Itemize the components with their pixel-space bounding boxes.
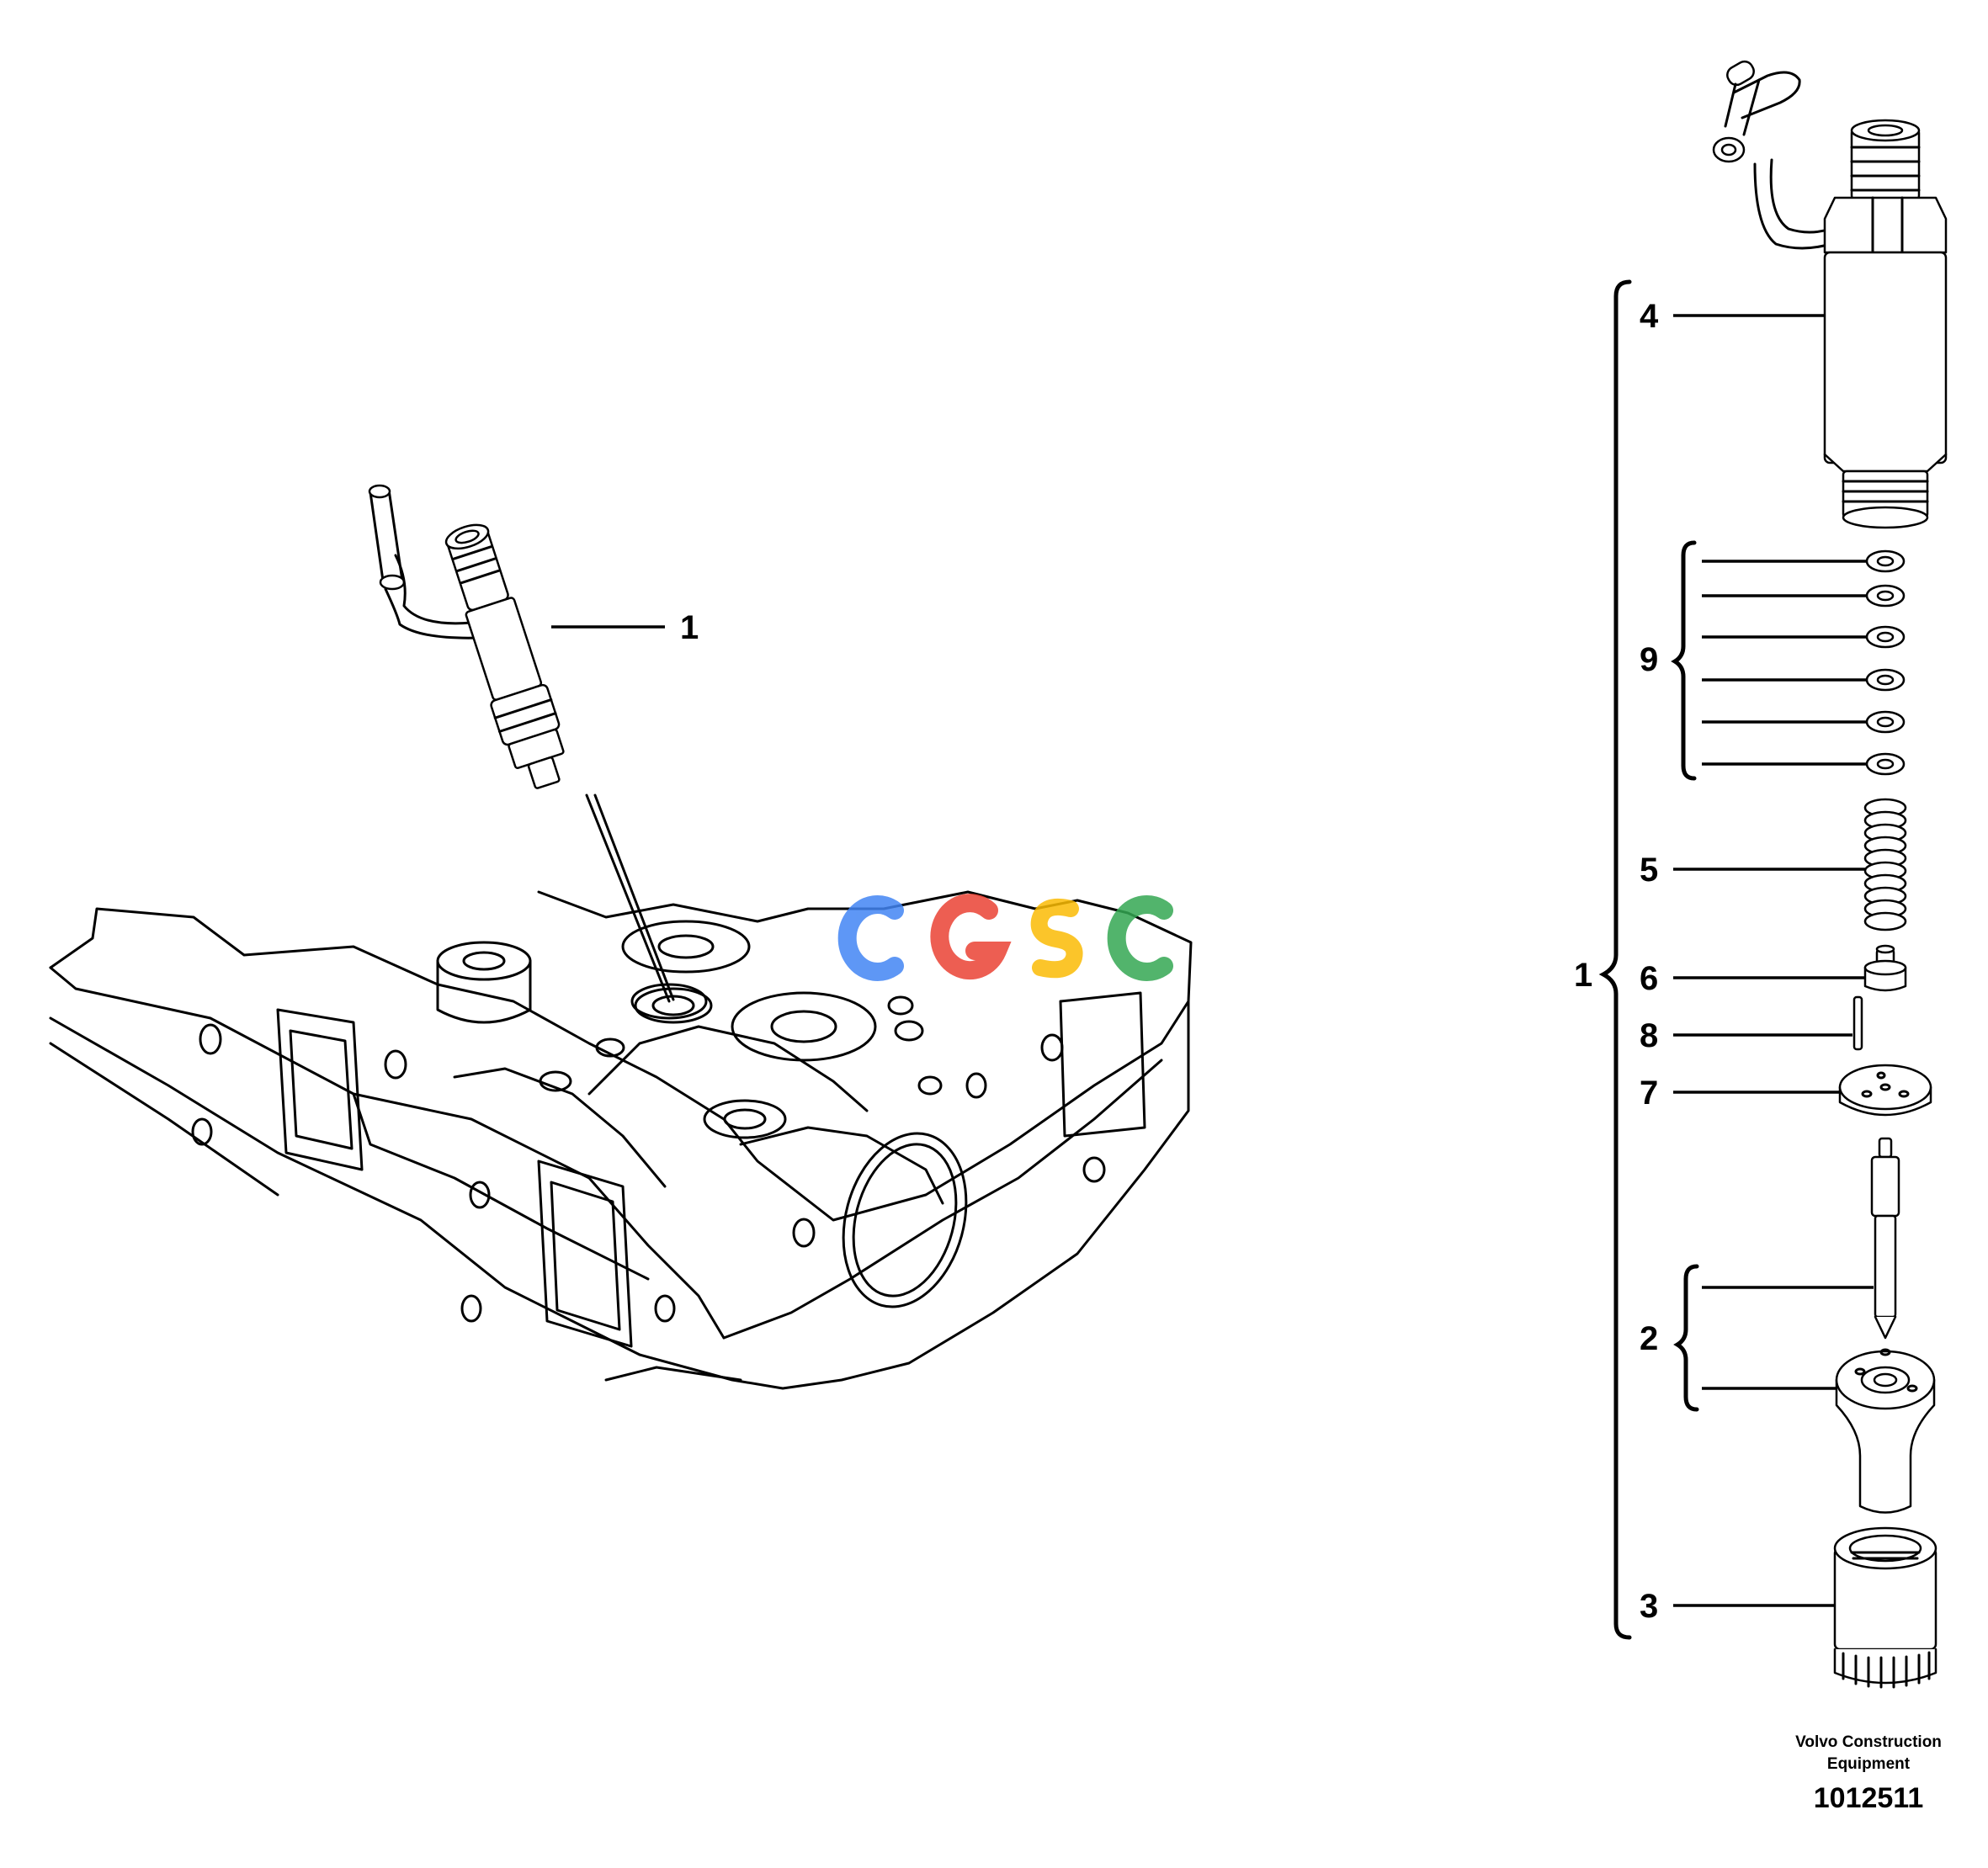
callout-left-injector: 1 [551,609,699,646]
injector-left-illustration [368,484,675,1003]
watermark-logo [837,894,1173,981]
assembly-brace: 1 [1574,279,1632,1640]
nozzle-holder-illustration [1712,60,1948,529]
callout-label-seat: 6 [1640,960,1658,997]
callout-label-nut: 3 [1640,1588,1658,1625]
drawing-number: 1012511 [1813,1782,1924,1814]
watermark-letter-g [930,894,1012,980]
callout-label-pin: 8 [1640,1017,1658,1054]
spring-illustration [1863,798,1907,931]
callout-label-left-injector: 1 [680,609,699,646]
shims-illustration [1865,549,1906,776]
callout-nut: 3 [1640,1588,1835,1625]
spring-seat-illustration [1863,944,1907,992]
watermark-letter-s [1030,898,1083,979]
cylinder-head-illustration [49,890,1193,1390]
watermark-letter-c2 [1107,895,1173,981]
spacer-illustration [1838,1064,1932,1117]
callout-label-shims: 9 [1640,641,1658,678]
callout-label-spring: 5 [1640,852,1658,889]
callout-label-nozzle: 2 [1640,1320,1658,1357]
callout-pin: 8 [1640,1017,1852,1054]
callout-spacer: 7 [1640,1075,1840,1112]
watermark-letter-c1 [837,895,904,981]
callout-label-assembly: 1 [1574,957,1592,994]
callout-holder: 4 [1640,298,1825,335]
callout-nozzle: 2 [1640,1264,1874,1412]
callout-shims: 9 [1640,540,1867,781]
callout-label-holder: 4 [1640,298,1659,335]
callout-seat: 6 [1640,960,1865,997]
callout-label-spacer: 7 [1640,1075,1658,1112]
nozzle-illustration [1835,1137,1936,1514]
company-name: Volvo Construction Equipment [1795,1733,1942,1773]
callout-spring: 5 [1640,852,1865,889]
nozzle-nut-illustration [1833,1526,1938,1689]
pin-illustration [1852,995,1863,1051]
